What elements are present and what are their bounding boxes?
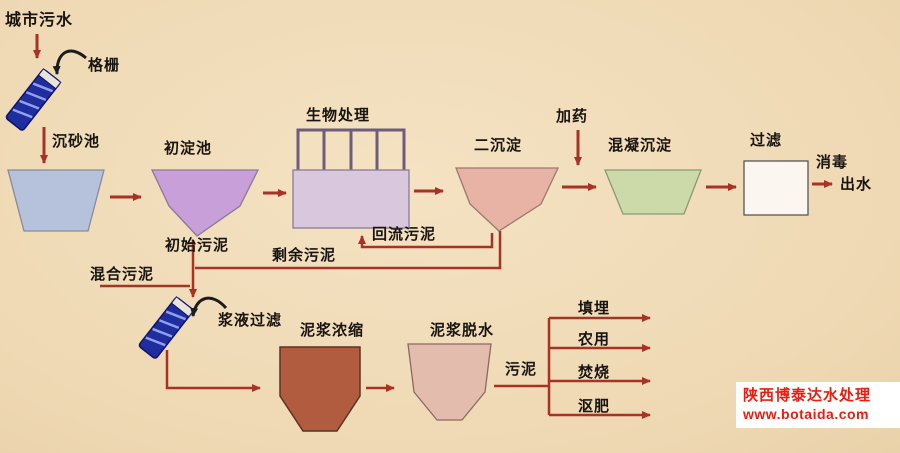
label-sludge-thickening: 泥浆浓缩: [300, 322, 365, 339]
arrow-screen2-to-thickening: [165, 350, 261, 392]
label-city-sewage: 城市污水: [5, 12, 74, 29]
sludge-dewatering-tank: [407, 343, 492, 421]
label-sludge-dewatering: 泥浆脱水: [430, 322, 495, 339]
label-disinfection: 消毒: [816, 154, 849, 171]
label-excess-sludge: 剩余污泥: [272, 247, 337, 264]
label-sludge: 污泥: [505, 361, 538, 378]
label-slurry-filtration: 浆液过滤: [218, 312, 283, 329]
label-agricultural: 农用: [578, 331, 611, 348]
label-filtration: 过滤: [750, 132, 783, 149]
slurry-filter-pointer-arrow: [190, 296, 228, 317]
watermark: 陕西博泰达水处理 www.botaida.com: [736, 382, 900, 428]
label-landfill: 填埋: [578, 300, 611, 317]
biological-treatment-tank: [292, 169, 410, 229]
label-bio-treatment: 生物处理: [306, 107, 371, 124]
label-return-sludge: 回流污泥: [372, 226, 437, 243]
label-dosing: 加药: [556, 108, 589, 125]
label-grit-chamber: 沉砂池: [52, 133, 101, 150]
label-incineration: 焚烧: [578, 364, 611, 381]
bar-screen-icon: [5, 68, 62, 131]
bar-screen-pointer-arrow: [52, 49, 87, 75]
label-effluent: 出水: [840, 176, 873, 193]
watermark-company: 陕西博泰达水处理: [743, 387, 872, 404]
aeration-comb-icon: [296, 128, 406, 171]
arrow-return-sludge: [358, 233, 494, 249]
line-excess-sludge: [195, 231, 502, 270]
label-primary-tank: 初淀池: [164, 140, 213, 157]
label-mixed-sludge: 混合污泥: [90, 266, 155, 283]
sludge-thickening-tank: [279, 346, 361, 432]
label-coagulation: 混凝沉淀: [608, 137, 673, 154]
primary-sedimentation-tank: [150, 169, 260, 237]
label-composting: 沤肥: [578, 398, 611, 415]
filtration-tank: [743, 160, 809, 216]
watermark-url: www.botaida.com: [743, 406, 869, 422]
slurry-filter-screen-icon: [138, 296, 195, 359]
label-initial-sludge: 初始污泥: [165, 237, 230, 254]
label-secondary-tank: 二沉淀: [474, 137, 523, 154]
coagulation-sedimentation-tank: [604, 169, 702, 215]
secondary-sedimentation-tank: [455, 167, 560, 232]
label-bar-screen: 格栅: [88, 57, 121, 74]
grit-chamber-tank: [7, 169, 105, 232]
